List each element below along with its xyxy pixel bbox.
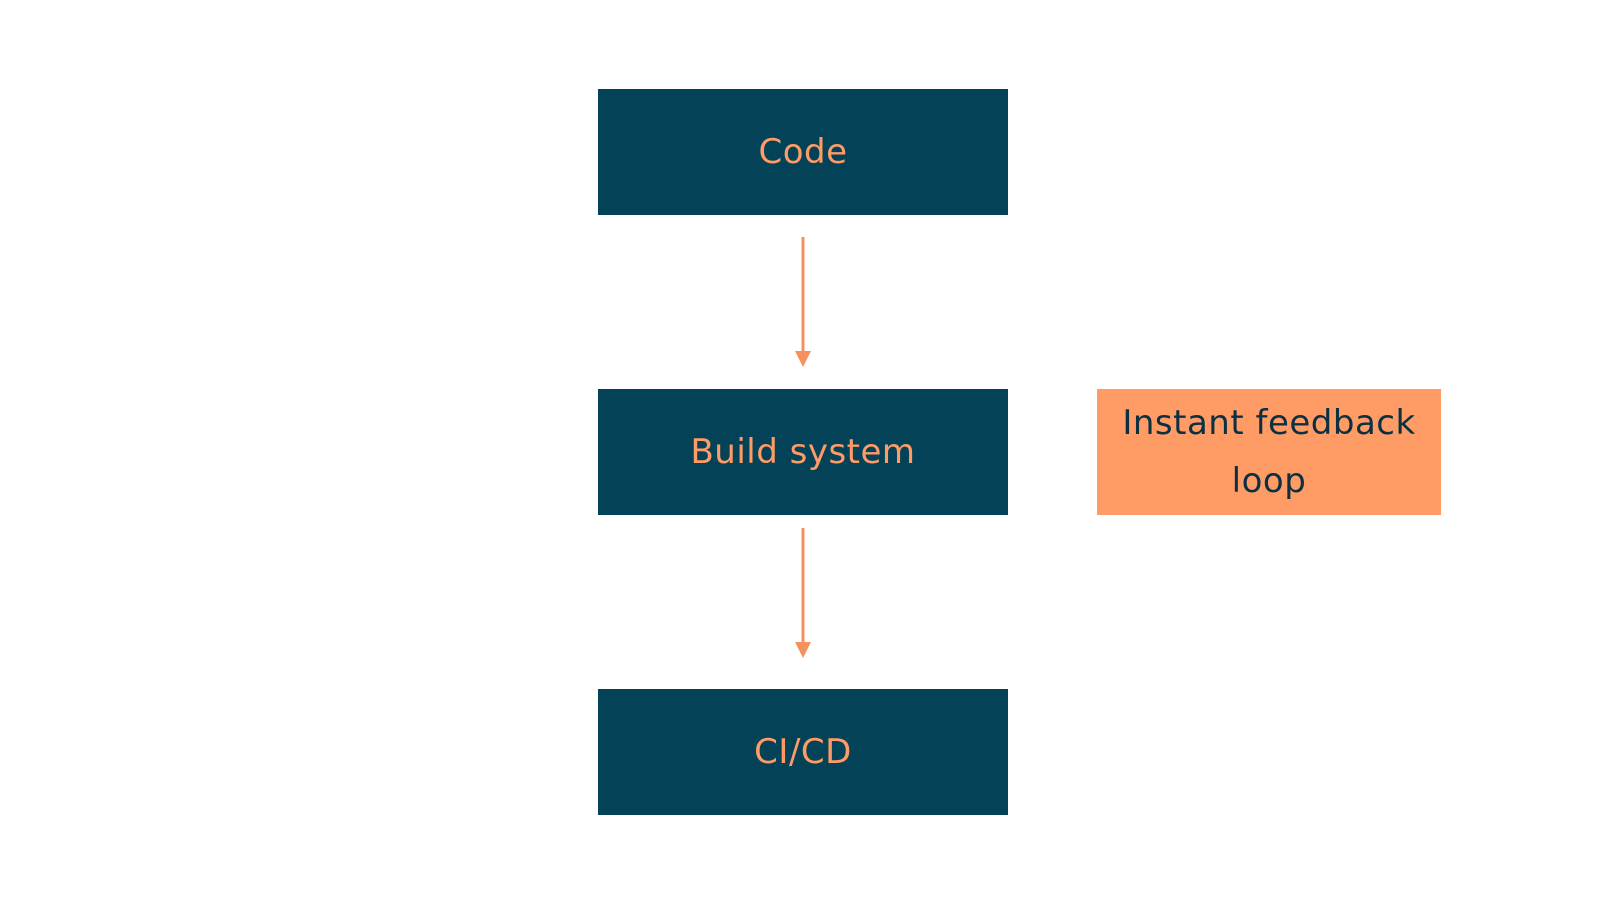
arrow-code-to-build-head [795, 351, 811, 367]
instant-feedback-loop-label: Instant feedback loop [1122, 403, 1416, 501]
arrow-build-to-cicd [795, 528, 811, 658]
build-system-node: Build system [598, 389, 1008, 515]
code-node: Code [598, 89, 1008, 215]
ci-cd-node-label: CI/CD [754, 732, 852, 772]
instant-feedback-loop-callout: Instant feedback loop [1097, 389, 1441, 515]
ci-cd-node: CI/CD [598, 689, 1008, 815]
build-system-node-label: Build system [690, 432, 916, 472]
arrow-build-to-cicd-head [795, 642, 811, 658]
code-node-label: Code [758, 132, 848, 172]
arrow-code-to-build [795, 237, 811, 367]
